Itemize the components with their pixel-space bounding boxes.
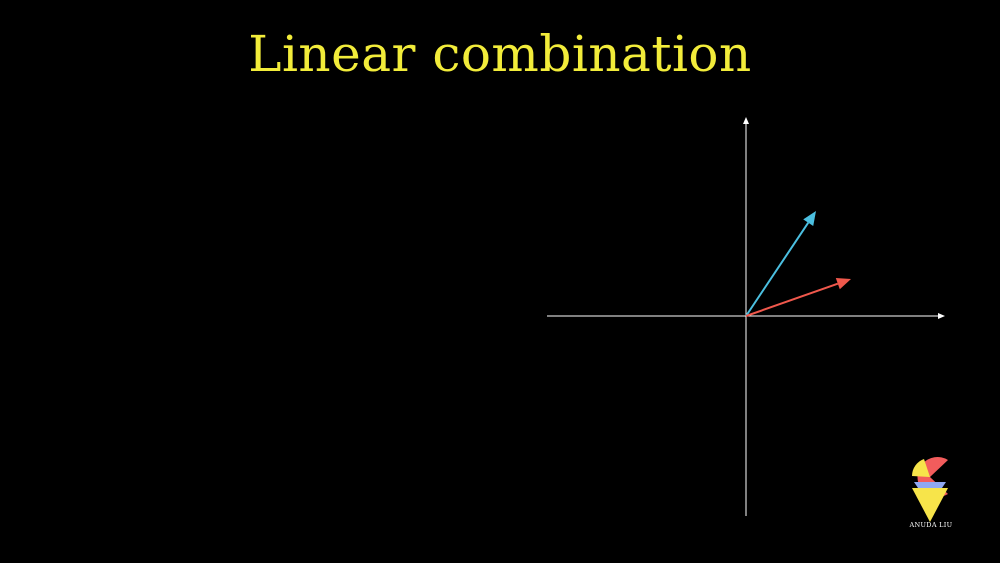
vector-shaft bbox=[745, 222, 810, 317]
vectors bbox=[745, 211, 851, 317]
vector-arrowhead bbox=[835, 277, 851, 290]
vector-shaft bbox=[745, 282, 839, 317]
vector-arrowhead bbox=[803, 211, 816, 226]
logo-caption: ANUDA LIU bbox=[909, 521, 953, 529]
vector-2 bbox=[745, 277, 851, 317]
logo-icon bbox=[912, 457, 948, 522]
page-title: Linear combination bbox=[248, 25, 752, 83]
axes bbox=[547, 117, 945, 516]
vector-1 bbox=[745, 211, 816, 317]
